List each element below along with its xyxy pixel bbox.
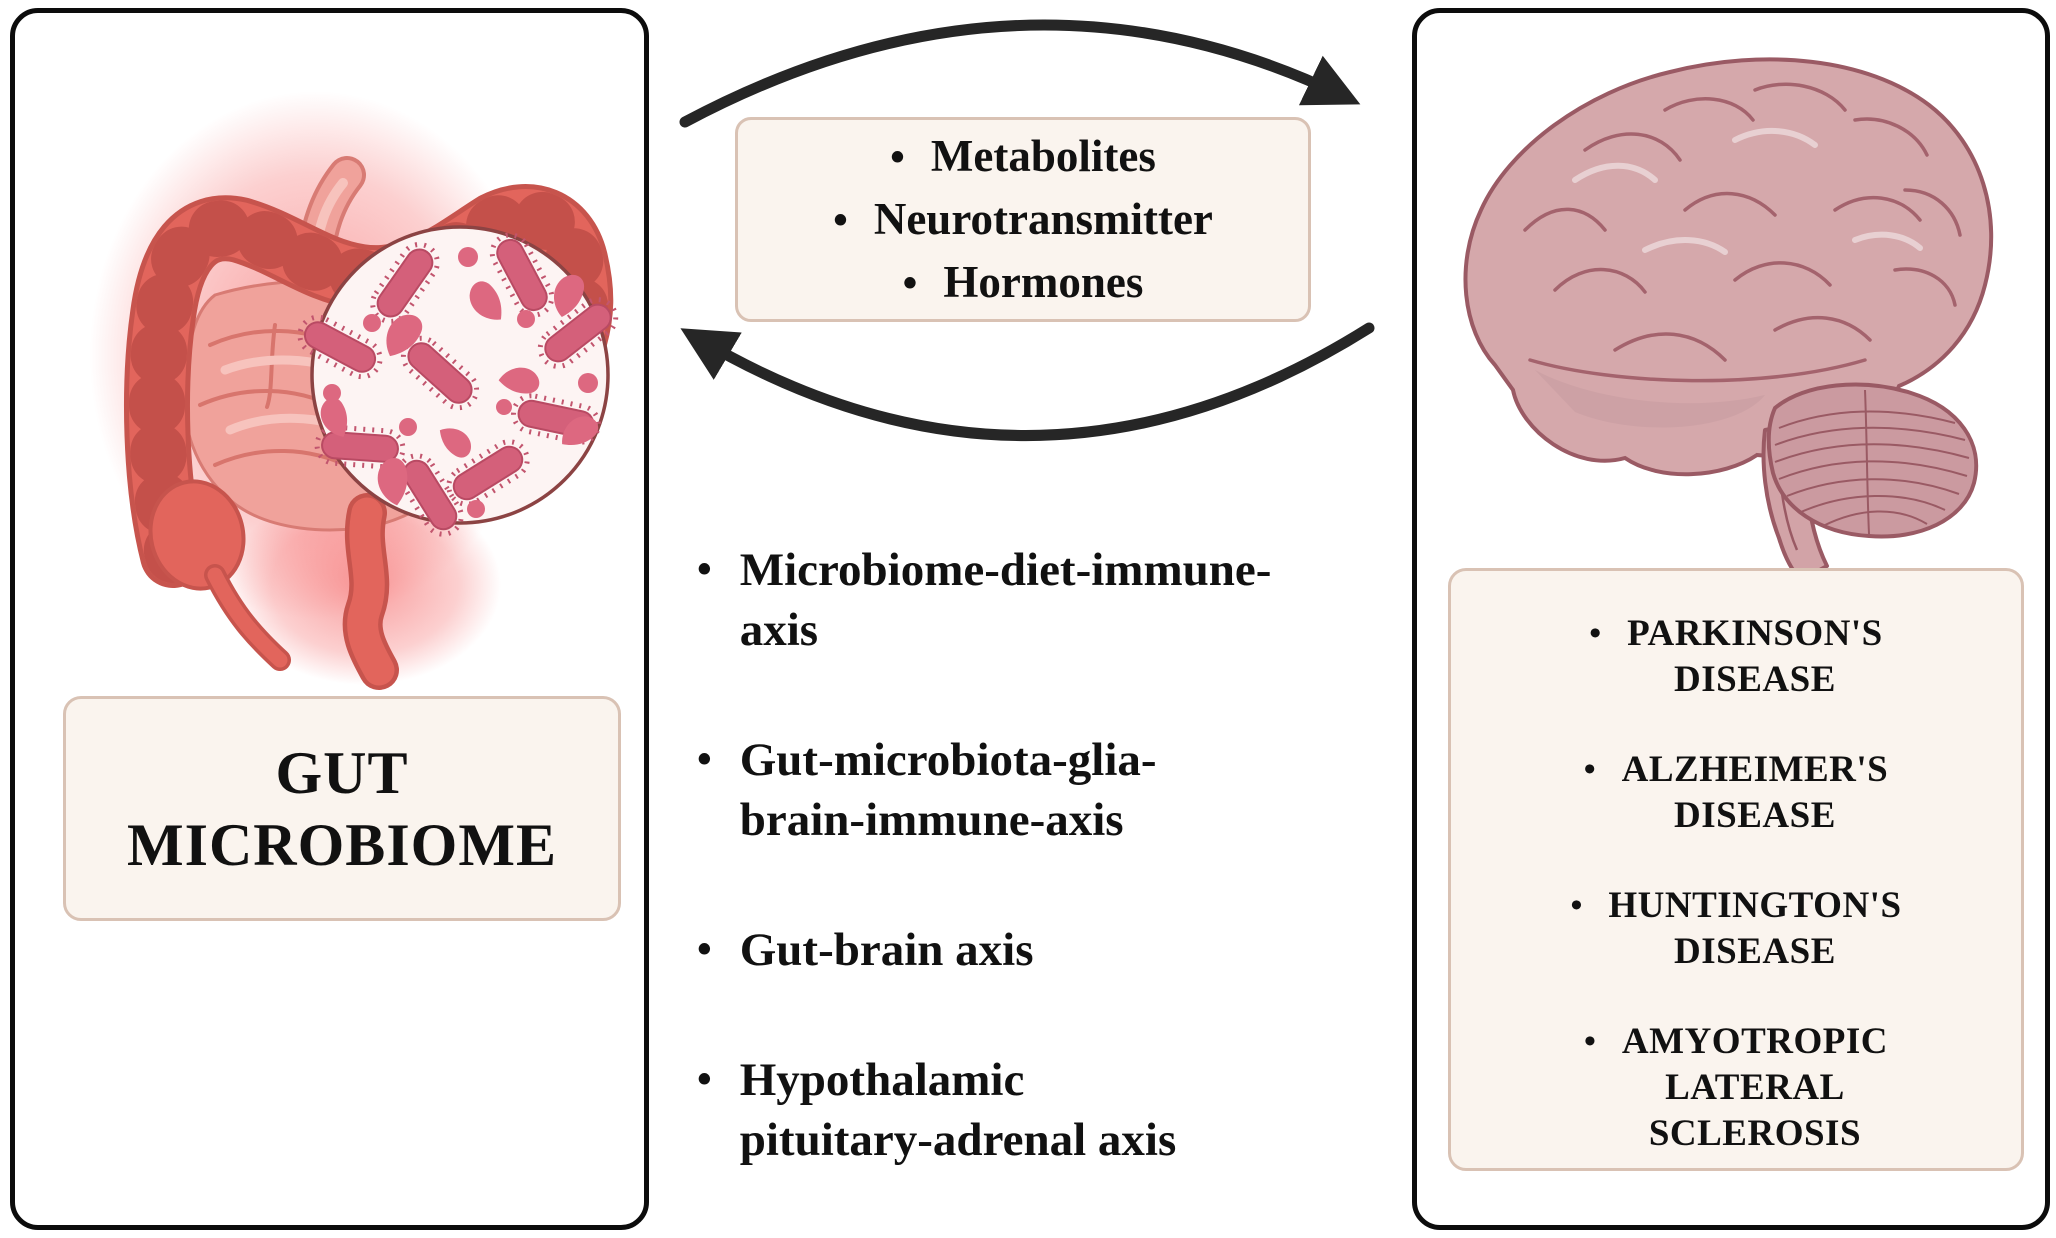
mediator-item: • Hormones [738,256,1308,310]
axis-item: • Hypothalamic pituitary-adrenal axis [697,1050,1397,1170]
disease-label: AMYOTROPIC LATERAL SCLEROSIS [1621,1021,1888,1154]
bullet-icon: • [697,927,712,973]
bullet-icon: • [1589,615,1602,652]
bullet-icon: • [902,260,918,307]
gut-microbiome-label-box: GUT MICROBIOME [63,696,621,921]
axis-item: • Gut-microbiota-glia- brain-immune-axis [697,730,1397,850]
microbiome-magnifier-circle [294,225,623,541]
disease-label: PARKINSON'S DISEASE [1627,613,1883,700]
axes-list: • Microbiome-diet-immune- axis • Gut-mic… [697,540,1397,1170]
bullet-icon: • [697,547,712,593]
diseases-box: • PARKINSON'S DISEASE • ALZHEIMER'S DISE… [1448,568,2024,1171]
bullet-icon: • [890,134,905,181]
gut-brain-arrows [679,19,1375,441]
gyri-lines [1523,82,1962,383]
bacteria-dots [323,247,598,518]
bacteria-group [294,229,623,541]
axis-label: Microbiome-diet-immune- axis [739,544,1272,656]
axis-label: Gut-brain axis [739,924,1034,976]
cerebellum-striations [1774,389,1970,535]
bullet-icon: • [697,1057,712,1103]
disease-item: • PARKINSON'S DISEASE [1589,611,1883,703]
mediators-box: • Metabolites • Neurotransmitter • Hormo… [735,117,1311,322]
gut-to-brain-arrow [679,19,1361,128]
disease-item: • AMYOTROPIC LATERAL SCLEROSIS [1584,1019,1888,1157]
mediator-item: • Metabolites [738,130,1308,184]
axis-label: Hypothalamic pituitary-adrenal axis [739,1054,1177,1166]
bullet-icon: • [833,197,848,244]
bullet-icon: • [697,737,712,783]
gut-microbiome-title: GUT MICROBIOME [127,739,557,878]
bullet-icon: • [1570,887,1583,924]
axis-label: Gut-microbiota-glia- brain-immune-axis [739,734,1157,846]
bullet-icon: • [1583,751,1596,788]
brain-panel: • PARKINSON'S DISEASE • ALZHEIMER'S DISE… [1412,8,2050,1230]
gut-illustration [33,25,660,695]
gut-panel: GUT MICROBIOME [10,8,649,1230]
large-intestine [124,184,614,588]
axis-item: • Gut-brain axis [697,920,1397,980]
cerebellum [1766,382,1979,539]
mediator-label: Neurotransmitter [873,193,1213,244]
mediator-label: Metabolites [930,130,1156,181]
rectum [342,493,399,690]
brain-to-gut-arrow [680,322,1375,441]
mediator-item: • Neurotransmitter [738,193,1308,247]
mediator-label: Hormones [943,256,1144,307]
cerebrum [1463,57,1994,477]
bullet-icon: • [1584,1023,1596,1060]
brain-illustration [1463,57,1994,582]
disease-label: HUNTINGTON'S DISEASE [1608,885,1902,972]
gyri-highlights [1572,127,1923,255]
cecum-appendix [148,479,291,671]
disease-item: • ALZHEIMER'S DISEASE [1584,747,1889,839]
axis-item: • Microbiome-diet-immune- axis [697,540,1397,660]
disease-label: ALZHEIMER'S DISEASE [1621,749,1889,836]
disease-item: • HUNTINGTON'S DISEASE [1570,883,1901,975]
